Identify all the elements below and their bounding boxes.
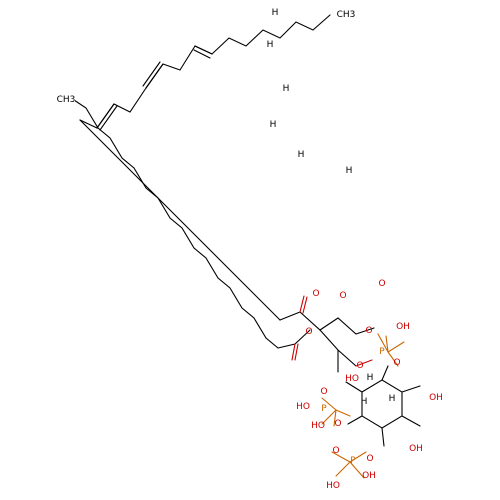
atom-o-ester1-link: O	[339, 291, 346, 301]
atom-p3-o-ring: O	[366, 454, 373, 464]
atom-h1: H	[272, 8, 279, 18]
atom-h3: H	[283, 84, 290, 94]
atom-p3-oh-bottom: HO	[326, 481, 340, 491]
bond-layer	[73, 14, 421, 479]
atom-h6: H	[346, 166, 353, 176]
atom-p1-o-ring: O	[393, 358, 400, 368]
atom-h4: H	[270, 120, 277, 130]
atom-ho-ring-top: HO	[345, 374, 359, 384]
chain-top-mid	[145, 45, 196, 89]
atom-h-ring-mid: H	[361, 397, 368, 407]
glycerol-o-bonds	[355, 359, 373, 367]
phosphate-2-bonds	[321, 397, 351, 427]
ester-links	[277, 311, 375, 349]
atom-o-ester1-carbonyl: O	[378, 279, 385, 289]
atom-ch3-left: CH3	[57, 95, 76, 105]
glycerol-backbone	[319, 329, 357, 373]
chain-top-lower	[79, 87, 147, 129]
phosphate-1-bonds	[377, 333, 405, 367]
atom-p3-o-double: O	[332, 446, 339, 456]
atom-o-glycerol3: O	[356, 361, 363, 371]
atom-oh-ring-bottom: OH	[409, 444, 423, 454]
phosphate-3-bonds	[331, 451, 367, 479]
ring-substituents	[345, 365, 421, 447]
atom-p3-oh-right: OH	[362, 471, 376, 481]
atom-h-ring-right: H	[389, 394, 396, 404]
chain-left	[73, 99, 279, 349]
atom-p2-o-ring: O	[334, 419, 341, 429]
atom-h-ring-top: H	[367, 373, 374, 383]
inositol-ring	[361, 379, 403, 429]
atom-p3: P	[350, 456, 356, 466]
double-bond-3	[96, 103, 118, 131]
atom-oh-ring-right: OH	[429, 393, 443, 403]
chain-long-down	[79, 119, 281, 321]
atom-h5: H	[298, 150, 305, 160]
atom-ch3-top: CH3	[337, 10, 356, 20]
atom-o-ester2-link: O	[305, 327, 312, 337]
atom-label-layer: CH3 CH3 H H H H H H O O O O O P O OH O H…	[57, 8, 443, 491]
atom-p2-oh-bottom: HO	[311, 421, 325, 431]
atom-p1-o-double: O	[365, 326, 372, 336]
double-bond-1	[193, 45, 213, 59]
carbonyl-bonds	[291, 295, 308, 361]
chain-top-tail	[194, 14, 331, 55]
double-bond-2	[142, 61, 164, 89]
atom-p2-oh-left: HO	[296, 402, 310, 412]
atom-p2-o-double: O	[320, 387, 327, 397]
atom-p1-oh: OH	[396, 322, 410, 332]
atom-p1: P	[379, 347, 385, 357]
atom-h2: H	[267, 40, 274, 50]
atom-o-ester2-carbonyl: O	[312, 289, 319, 299]
atom-p2: P	[321, 404, 327, 414]
